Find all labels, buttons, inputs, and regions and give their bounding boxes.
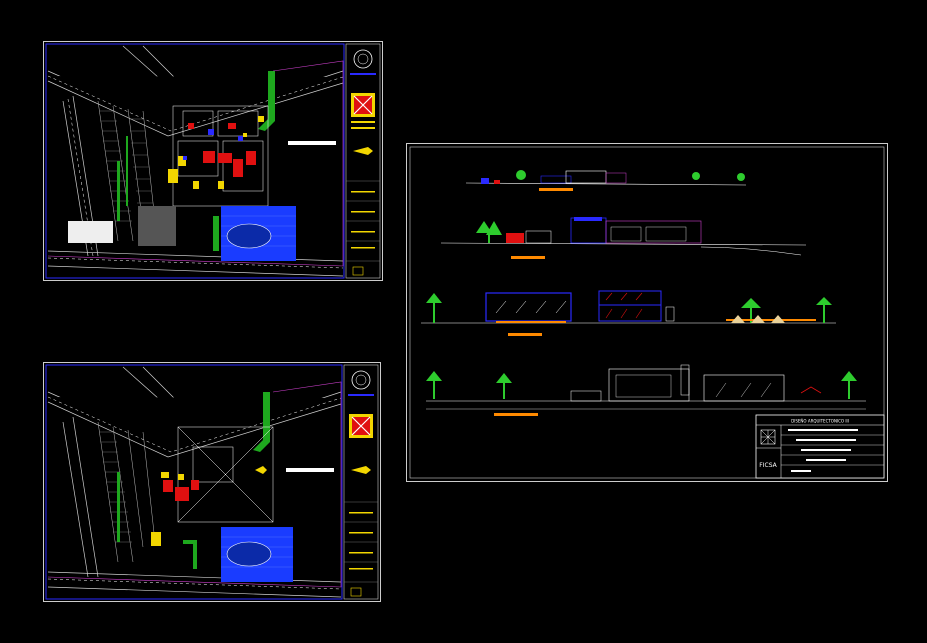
university-seal [353,49,373,69]
elevations-sheet: DISEÑO ARQUITECTONICO III FICSA [406,143,888,482]
sheet-title-block-2 [343,364,379,600]
site-plan-drawing-2 [43,362,381,602]
site-plan-drawing-1 [43,41,383,281]
site-plan-sheet-1 [43,41,383,281]
elevation-1 [465,170,747,191]
elevation-2 [440,217,807,259]
section-4-label [494,413,538,416]
elevation-1-label [539,188,573,191]
parking-building [68,221,113,243]
elevations-drawing: DISEÑO ARQUITECTONICO III FICSA [406,143,888,482]
pool [226,223,272,249]
elevation-2-label [511,256,545,259]
section-3-label [508,333,542,336]
plaza [138,206,176,246]
title-block: DISEÑO ARQUITECTONICO III FICSA [755,414,885,479]
pool-2 [226,541,272,567]
plan-title-bar [288,141,336,145]
section-3 [421,290,836,336]
north-arrow-icon [353,147,373,155]
building-outline-2 [177,426,274,523]
section-4 [426,364,866,416]
school-label: FICSA [759,462,777,469]
site-plan-sheet-2 [43,362,381,602]
title-block-header: DISEÑO ARQUITECTONICO III [791,419,849,424]
title-block-logo [760,429,776,445]
plan-title-bar-2 [286,468,334,472]
sheet-title-block [345,43,381,279]
